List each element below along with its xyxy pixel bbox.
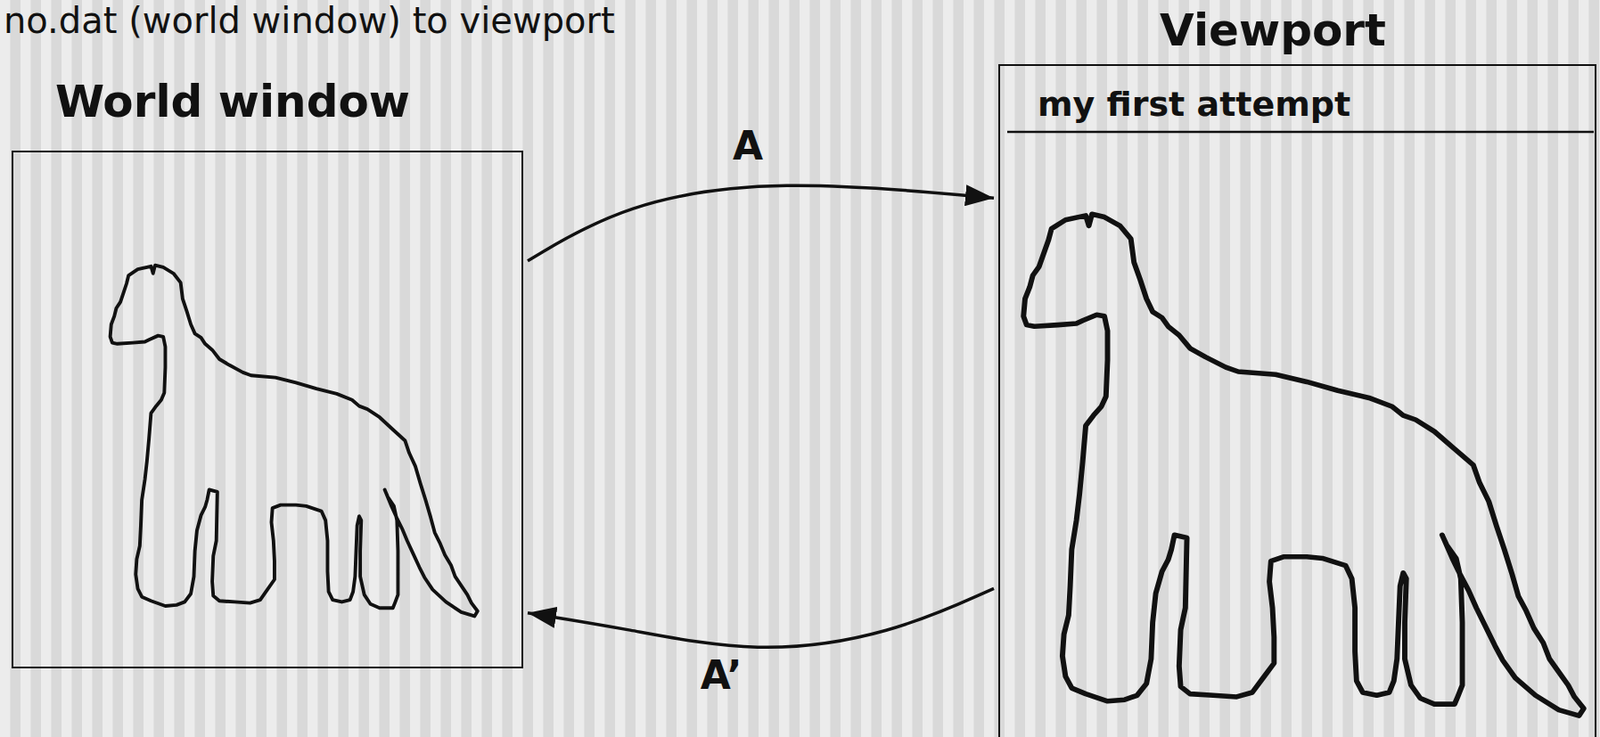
window-title: my first attempt <box>1037 84 1351 124</box>
world-dinosaur <box>110 265 478 617</box>
title-wrapper: no.dat (world window) to viewport <box>3 0 616 42</box>
mapping-arrow <box>527 588 994 648</box>
box-heading: Viewport <box>1159 5 1387 57</box>
window-frame: World window <box>11 150 524 669</box>
text-wrapper: my first attempt <box>1037 84 1351 124</box>
slide-title: no.dat (world window) to viewport <box>3 0 616 42</box>
label-wrapper: A’ <box>700 653 743 698</box>
label-wrapper: A <box>732 123 764 169</box>
transform-label: A <box>732 123 764 169</box>
window-frame: Viewportmy first attempt <box>998 64 1597 737</box>
mapping-arrow <box>527 185 994 261</box>
transform-label: A’ <box>700 653 743 698</box>
box-heading: World window <box>55 76 411 128</box>
title-rule <box>1007 131 1594 134</box>
text-wrapper: World window <box>55 76 411 128</box>
viewport-dinosaur <box>1023 213 1584 716</box>
text-wrapper: Viewport <box>1159 5 1387 57</box>
